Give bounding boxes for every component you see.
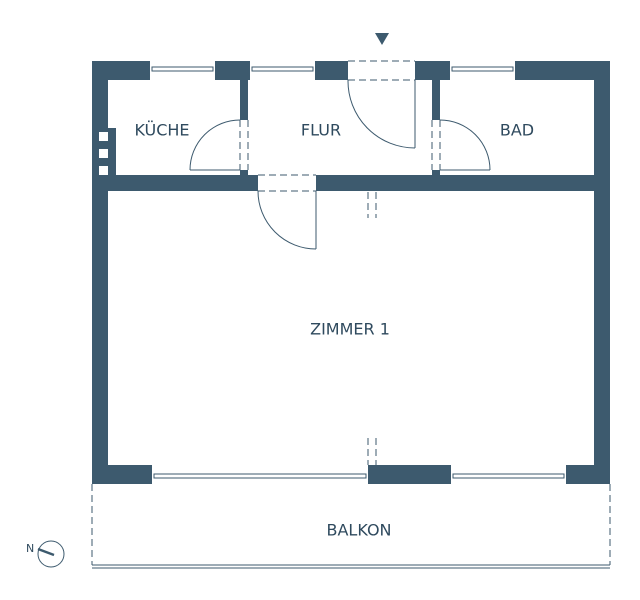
balcony bbox=[91, 484, 611, 569]
kitchen-door bbox=[189, 119, 249, 171]
room-label-hallway: FLUR bbox=[301, 121, 341, 140]
bathroom-door bbox=[431, 119, 491, 171]
room-door bbox=[257, 174, 317, 250]
room-label-balcony: BALKON bbox=[326, 521, 391, 540]
room-label-bathroom: BAD bbox=[500, 121, 534, 140]
room-label-kitchen: KÜCHE bbox=[134, 121, 189, 140]
compass-north-label: N bbox=[26, 542, 34, 555]
kitchen-vents bbox=[92, 128, 116, 178]
window-kitchen bbox=[150, 61, 215, 80]
north-compass-icon: N bbox=[26, 540, 65, 568]
window-room-left bbox=[152, 465, 368, 484]
entrance-door bbox=[347, 60, 416, 149]
dashed-markers bbox=[367, 192, 377, 465]
entrance-arrow-icon bbox=[375, 33, 389, 45]
room-label-room1: ZIMMER 1 bbox=[310, 320, 390, 339]
window-hallway bbox=[250, 61, 315, 80]
window-bathroom bbox=[450, 61, 515, 80]
window-room-right bbox=[451, 465, 566, 484]
